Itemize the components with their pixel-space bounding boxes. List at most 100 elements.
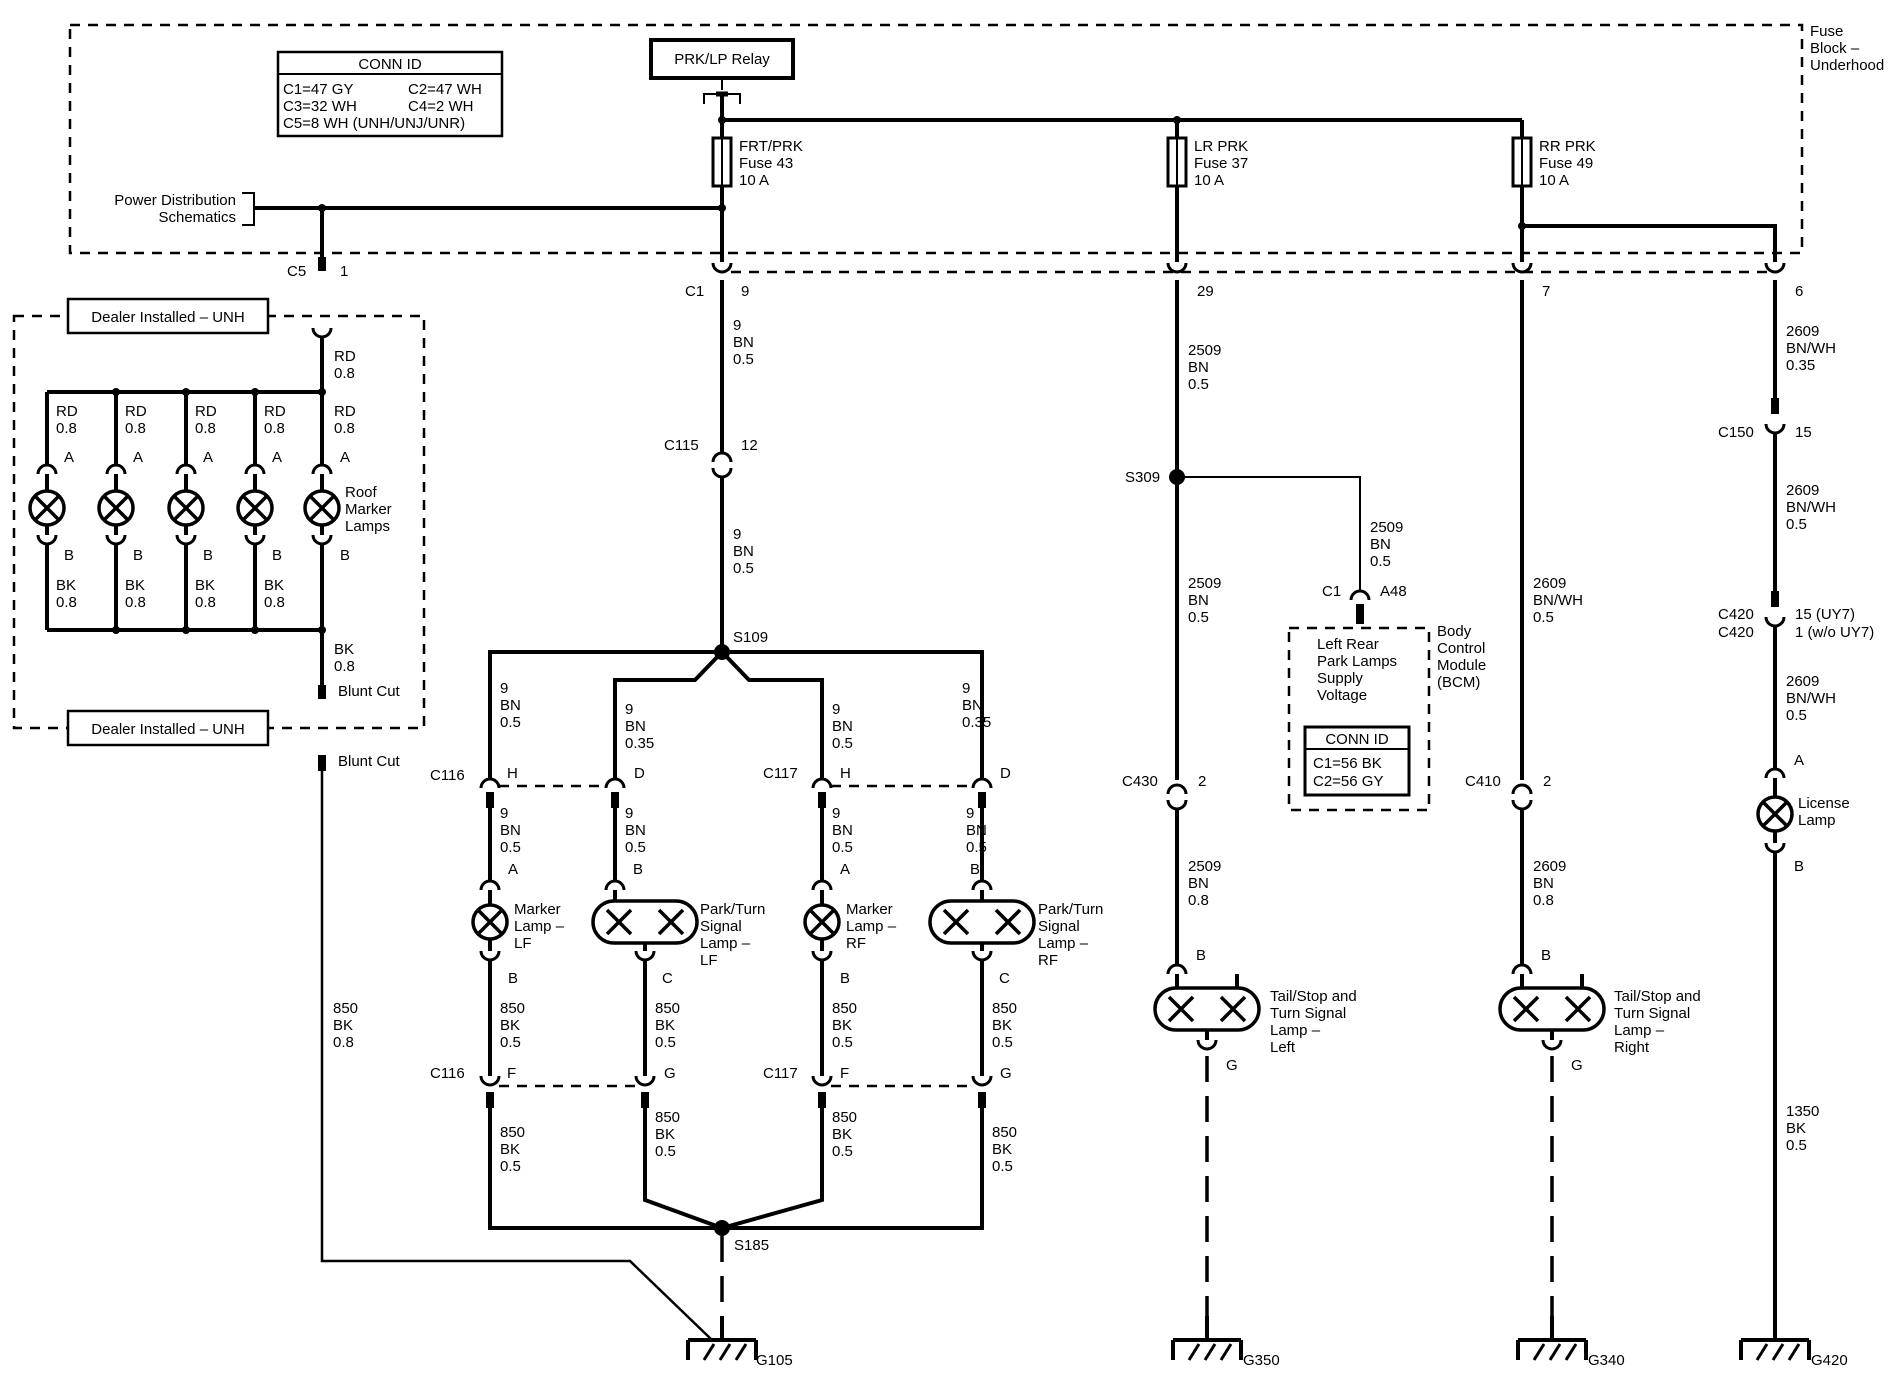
svg-text:G: G xyxy=(664,1065,676,1082)
svg-text:Power Distribution: Power Distribution xyxy=(114,192,236,209)
svg-text:C: C xyxy=(662,970,673,987)
svg-text:0.5: 0.5 xyxy=(655,1143,676,1160)
svg-text:1 (w/o UY7): 1 (w/o UY7) xyxy=(1795,624,1874,641)
svg-text:0.8: 0.8 xyxy=(1533,892,1554,909)
svg-text:G: G xyxy=(1571,1057,1583,1074)
svg-text:2509: 2509 xyxy=(1188,575,1221,592)
svg-text:Lamp: Lamp xyxy=(1798,812,1836,829)
svg-text:Supply: Supply xyxy=(1317,670,1363,687)
svg-text:A: A xyxy=(272,449,282,466)
svg-text:A48: A48 xyxy=(1380,583,1407,600)
svg-text:A: A xyxy=(64,449,74,466)
fuse-block-label-1: Fuse xyxy=(1810,23,1843,40)
svg-text:License: License xyxy=(1798,795,1850,812)
svg-text:C1: C1 xyxy=(685,283,704,300)
svg-text:0.5: 0.5 xyxy=(733,560,754,577)
svg-text:BK: BK xyxy=(333,1017,353,1034)
svg-text:G420: G420 xyxy=(1811,1352,1848,1369)
svg-text:9: 9 xyxy=(500,805,508,822)
svg-text:0.35: 0.35 xyxy=(1786,357,1815,374)
svg-text:BN/WH: BN/WH xyxy=(1786,499,1836,516)
svg-text:0.8: 0.8 xyxy=(195,594,216,611)
svg-text:29: 29 xyxy=(1197,283,1214,300)
svg-text:BK: BK xyxy=(832,1126,852,1143)
svg-text:Marker: Marker xyxy=(846,901,893,918)
svg-text:B: B xyxy=(840,970,850,987)
svg-text:12: 12 xyxy=(741,437,758,454)
lr-feed-wire: 2509 BN 0.5 S309 2509 BN 0.5 xyxy=(1125,280,1221,780)
svg-text:Roof: Roof xyxy=(345,484,378,501)
svg-text:0.5: 0.5 xyxy=(1786,707,1807,724)
svg-text:1: 1 xyxy=(340,263,348,280)
svg-text:0.5: 0.5 xyxy=(832,1143,853,1160)
svg-text:0.5: 0.5 xyxy=(500,1034,521,1051)
svg-text:Lamp –: Lamp – xyxy=(846,918,897,935)
svg-text:Lamp –: Lamp – xyxy=(514,918,565,935)
license-lamp-circuit: 2609 BN/WH 0.35 C150 15 2609 BN/WH 0.5 C… xyxy=(1718,280,1874,1369)
svg-text:10 A: 10 A xyxy=(739,172,769,189)
svg-text:2609: 2609 xyxy=(1786,673,1819,690)
svg-text:BN/WH: BN/WH xyxy=(1786,340,1836,357)
svg-text:S109: S109 xyxy=(733,629,768,646)
svg-text:Dealer Installed – UNH: Dealer Installed – UNH xyxy=(91,309,244,326)
svg-text:0.8: 0.8 xyxy=(1188,892,1209,909)
svg-text:C1=47 GY: C1=47 GY xyxy=(283,81,353,98)
svg-text:C5=8 WH (UNH/UNJ/UNR): C5=8 WH (UNH/UNJ/UNR) xyxy=(283,115,465,132)
svg-text:H: H xyxy=(840,765,851,782)
svg-text:BN: BN xyxy=(1370,536,1391,553)
svg-text:G340: G340 xyxy=(1588,1352,1625,1369)
fuse-37: LR PRK Fuse 37 10 A xyxy=(1166,120,1248,262)
svg-text:9: 9 xyxy=(962,680,970,697)
svg-text:0.5: 0.5 xyxy=(625,839,646,856)
svg-text:Blunt Cut: Blunt Cut xyxy=(338,753,401,770)
fuse-block-boundary xyxy=(68,23,1804,255)
svg-text:BN: BN xyxy=(1188,592,1209,609)
svg-text:BK: BK xyxy=(125,577,145,594)
svg-text:G: G xyxy=(1226,1057,1238,1074)
roof-lamp-1: RD0.8 A B BK0.8 xyxy=(28,392,78,630)
svg-text:10 A: 10 A xyxy=(1539,172,1569,189)
svg-text:0.5: 0.5 xyxy=(1188,376,1209,393)
svg-text:G105: G105 xyxy=(756,1352,793,1369)
svg-text:C430: C430 xyxy=(1122,773,1158,790)
svg-text:C150: C150 xyxy=(1718,424,1754,441)
svg-text:B: B xyxy=(633,861,643,878)
svg-text:0.35: 0.35 xyxy=(962,714,991,731)
svg-text:Voltage: Voltage xyxy=(1317,687,1367,704)
svg-text:C117: C117 xyxy=(763,1065,798,1082)
svg-text:0.5: 0.5 xyxy=(500,714,521,731)
svg-text:850: 850 xyxy=(992,1000,1017,1017)
dealer-installed-box: Dealer Installed – UNH Dealer Installed … xyxy=(12,297,426,747)
svg-text:Dealer Installed – UNH: Dealer Installed – UNH xyxy=(91,721,244,738)
svg-text:2609: 2609 xyxy=(1533,575,1566,592)
svg-text:PRK/LP Relay: PRK/LP Relay xyxy=(674,51,770,68)
svg-text:B: B xyxy=(340,547,350,564)
svg-text:Park Lamps: Park Lamps xyxy=(1317,653,1397,670)
svg-text:850: 850 xyxy=(500,1000,525,1017)
svg-text:A: A xyxy=(133,449,143,466)
svg-text:BN/WH: BN/WH xyxy=(1533,592,1583,609)
svg-text:850: 850 xyxy=(832,1109,857,1126)
svg-text:2609: 2609 xyxy=(1786,482,1819,499)
svg-text:C116: C116 xyxy=(430,767,465,784)
svg-text:9: 9 xyxy=(832,701,840,718)
svg-text:0.8: 0.8 xyxy=(56,594,77,611)
svg-text:Tail/Stop and: Tail/Stop and xyxy=(1270,988,1357,1005)
svg-text:BN: BN xyxy=(832,718,853,735)
svg-text:BK: BK xyxy=(195,577,215,594)
prk-lp-relay: PRK/LP Relay xyxy=(649,38,795,120)
svg-text:9: 9 xyxy=(625,805,633,822)
svg-text:Blunt Cut: Blunt Cut xyxy=(338,683,401,700)
svg-text:S185: S185 xyxy=(734,1237,769,1254)
svg-text:BN: BN xyxy=(500,822,521,839)
svg-text:0.8: 0.8 xyxy=(56,420,77,437)
svg-text:LF: LF xyxy=(514,935,532,952)
svg-text:850: 850 xyxy=(655,1000,680,1017)
svg-text:BN: BN xyxy=(962,697,983,714)
svg-text:RD: RD xyxy=(56,403,78,420)
roof-lamp-2: RD0.8 A B BK0.8 xyxy=(97,392,147,630)
svg-text:Control: Control xyxy=(1437,640,1485,657)
